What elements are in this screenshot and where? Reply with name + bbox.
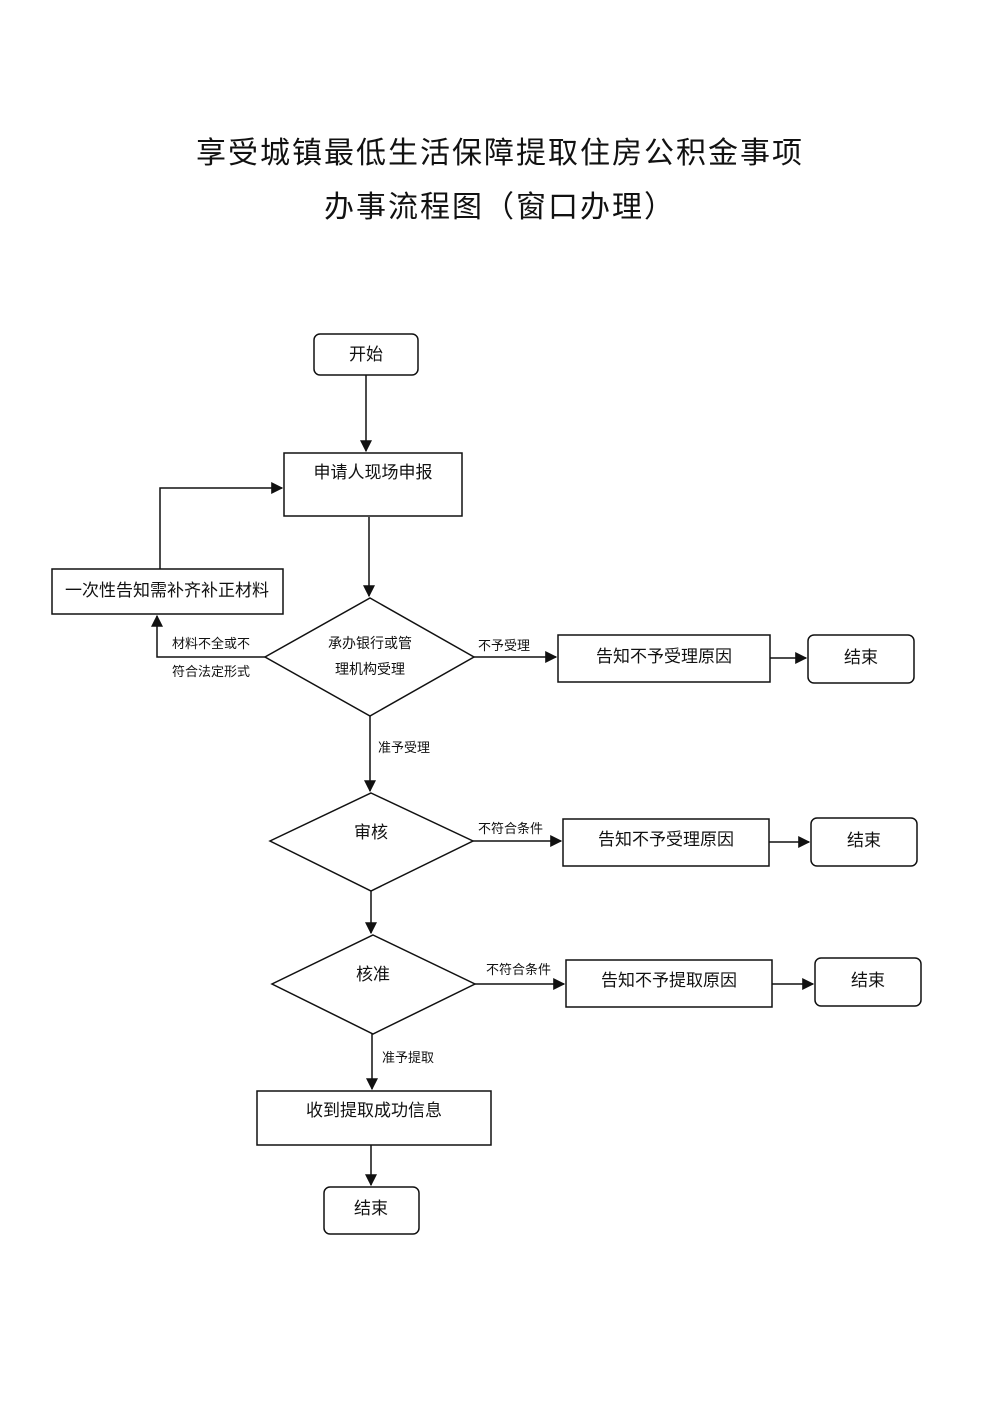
end-final-label: 结束 — [354, 1199, 388, 1219]
accept-decision — [263, 597, 476, 717]
edge-label-approve-fail: 不符合条件 — [486, 962, 551, 978]
end-3-label: 结束 — [851, 971, 885, 991]
edge-label-not-accepted: 不予受理 — [478, 639, 530, 654]
review-decision-label: 审核 — [354, 823, 388, 843]
apply-node-label: 申请人现场申报 — [314, 463, 433, 483]
end-final-node — [323, 1186, 420, 1235]
accept-decision-label-line2: 理机构受理 — [335, 662, 405, 678]
accept-decision-label-line1: 承办银行或管 — [328, 636, 412, 652]
edge-label-incomplete-line1: 材料不全或不 — [172, 636, 250, 652]
success-node — [256, 1090, 492, 1146]
page-title-line2: 办事流程图（窗口办理） — [324, 190, 676, 225]
reject-reason-1-node — [557, 634, 771, 683]
edge-supplement-to-apply — [159, 482, 284, 569]
reject-reason-1-label: 告知不予受理原因 — [596, 647, 732, 667]
apply-node — [283, 452, 463, 517]
edge-accept-to-supplement — [151, 614, 265, 658]
end-1-node — [807, 634, 915, 684]
end-2-node — [810, 817, 918, 867]
edge-label-withdraw-ok: 准予提取 — [382, 1050, 434, 1066]
reject-reason-2-label: 告知不予受理原因 — [598, 830, 734, 850]
end-3-node — [814, 957, 922, 1007]
start-node-label: 开始 — [349, 345, 383, 365]
approve-decision — [270, 934, 477, 1035]
edge-label-accepted: 准予受理 — [378, 741, 430, 756]
supplement-node — [51, 568, 284, 615]
page-title-line1: 享受城镇最低生活保障提取住房公积金事项 — [196, 136, 804, 171]
supplement-node-label: 一次性告知需补齐补正材料 — [65, 581, 269, 601]
reject-reason-3-label: 告知不予提取原因 — [601, 971, 737, 991]
edge-label-review-fail: 不符合条件 — [478, 821, 543, 837]
reject-reason-3-node — [565, 959, 773, 1008]
success-node-label: 收到提取成功信息 — [306, 1101, 442, 1121]
end-1-label: 结束 — [844, 648, 878, 668]
approve-decision-label: 核准 — [356, 965, 390, 985]
edge-label-incomplete-line2: 符合法定形式 — [172, 664, 250, 680]
end-2-label: 结束 — [847, 831, 881, 851]
